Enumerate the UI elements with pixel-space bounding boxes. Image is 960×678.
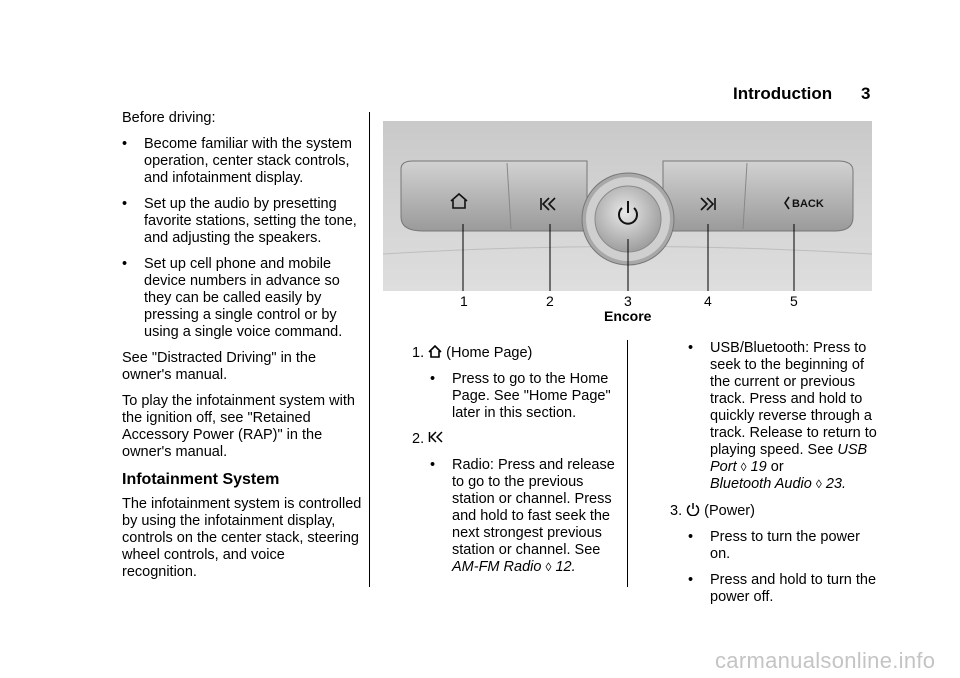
- bullet-icon: •: [688, 572, 694, 588]
- cross-reference-page: 12.: [555, 559, 576, 575]
- callout-number: 3: [624, 293, 632, 309]
- bullet-text: USB/Bluetooth: Press to seek to the begi…: [710, 340, 877, 458]
- control-panel-figure: BACK: [382, 121, 873, 291]
- callout-number: 1: [460, 293, 468, 309]
- bullet-icon: •: [688, 529, 694, 545]
- control-panel-illustration: BACK: [382, 121, 873, 291]
- list-item: • Press and hold to turn the power off.: [688, 572, 880, 606]
- rap-note: To play the infotainment system with the…: [122, 393, 355, 460]
- bullet-text: Set up cell phone and mobile device numb…: [144, 256, 343, 340]
- column-divider: [369, 112, 370, 587]
- list-item: • Set up cell phone and mobile device num…: [122, 256, 362, 341]
- bullet-icon: •: [122, 256, 128, 272]
- list-item: • Press to turn the power on.: [688, 529, 880, 563]
- figure-caption: Encore: [604, 308, 652, 324]
- item-label: (Home Page): [446, 345, 533, 361]
- item-2-heading: 2.: [412, 431, 617, 448]
- page-reference-icon: ◊: [740, 460, 747, 474]
- left-column: Before driving: • Become familiar with th…: [122, 110, 362, 590]
- page-reference-icon: ◊: [815, 477, 822, 491]
- bullet-text: Radio: Press and release to go to the pr…: [452, 457, 615, 558]
- item-number: 3.: [670, 503, 683, 519]
- bullet-icon: •: [122, 196, 128, 212]
- home-icon: [450, 192, 468, 209]
- column-divider: [627, 340, 628, 587]
- callout-number: 5: [790, 293, 798, 309]
- item-3-heading: 3. (Power): [670, 502, 880, 520]
- item-number: 1.: [412, 345, 425, 361]
- cross-reference-title: Bluetooth Audio: [710, 476, 812, 492]
- previous-track-icon: [540, 197, 556, 211]
- bullet-text: Set up the audio by presetting favorite …: [144, 196, 357, 246]
- item-number: 2.: [412, 431, 425, 447]
- back-button-label: BACK: [784, 196, 824, 210]
- item-1-heading: 1. (Home Page): [412, 344, 617, 362]
- bullet-icon: •: [430, 457, 436, 473]
- right-column: • USB/Bluetooth: Press to seek to the beg…: [670, 340, 880, 615]
- bullet-icon: •: [430, 371, 436, 387]
- watermark: carmanualsonline.info: [715, 648, 936, 673]
- cross-reference-title: USB Port: [710, 442, 868, 475]
- bullet-text: Become familiar with the system operatio…: [144, 136, 352, 186]
- distracted-driving-note: See "Distracted Driving" in the owner's …: [122, 350, 317, 383]
- section-body: The infotainment system is controlled by…: [122, 496, 362, 580]
- callout-number: 4: [704, 293, 712, 309]
- list-item: • Set up the audio by presetting favorite…: [122, 196, 362, 247]
- back-label-text: BACK: [792, 198, 824, 210]
- next-track-icon: [700, 197, 716, 211]
- list-item: • Become familiar with the system operati…: [122, 136, 362, 187]
- item-label: (Power): [704, 503, 755, 519]
- bullet-text: Press and hold to turn the power off.: [710, 572, 877, 605]
- middle-column: 1. (Home Page) • Press to go to the Home …: [412, 344, 617, 585]
- cross-reference-page: 23.: [825, 476, 847, 492]
- bullet-text: Press to go to the Home Page. See "Home …: [452, 371, 611, 421]
- cross-reference-page: 19: [750, 459, 767, 475]
- home-icon: [428, 344, 442, 358]
- bullet-icon: •: [122, 136, 128, 152]
- callout-number: 2: [546, 293, 554, 309]
- bullet-text: Press to turn the power on.: [710, 529, 860, 562]
- page-header-title: Introduction: [733, 84, 833, 103]
- intro-text: Before driving:: [122, 110, 216, 126]
- conjunction-text: or: [770, 459, 784, 475]
- bullet-icon: •: [688, 340, 694, 356]
- page-reference-icon: ◊: [545, 560, 552, 574]
- page-number: 3: [861, 84, 871, 103]
- cross-reference-title: AM-FM Radio: [452, 559, 542, 575]
- previous-track-icon: [428, 431, 444, 443]
- list-item: • USB/Bluetooth: Press to seek to the beg…: [688, 340, 880, 493]
- power-icon: [686, 502, 700, 517]
- list-item: • Radio: Press and release to go to the p…: [430, 457, 617, 576]
- section-title: Infotainment System: [122, 471, 280, 488]
- power-icon: [618, 201, 638, 225]
- list-item: • Press to go to the Home Page. See "Home…: [430, 371, 617, 422]
